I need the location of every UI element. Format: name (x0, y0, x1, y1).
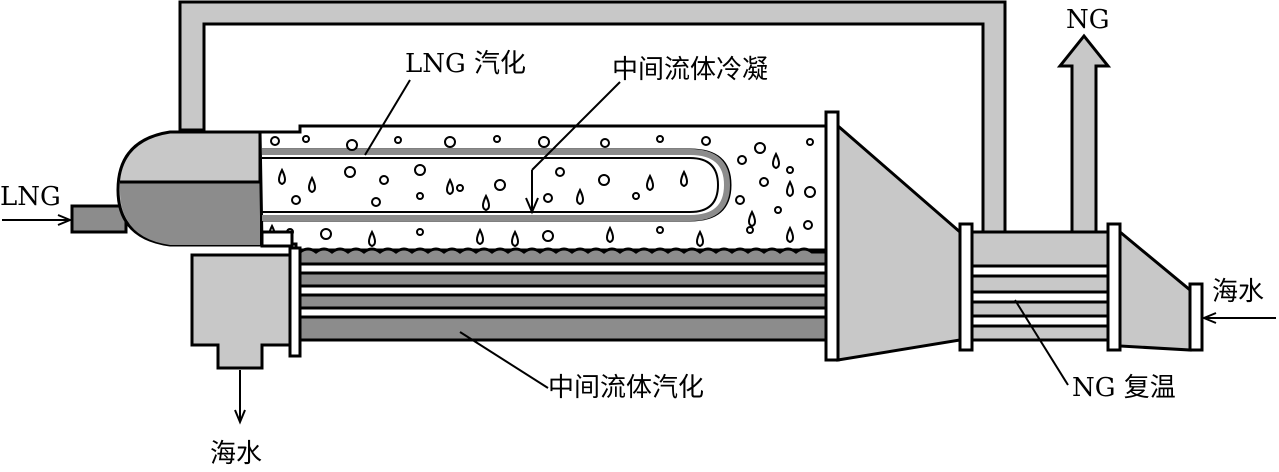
lng-inlet-pipe (70, 204, 128, 234)
intermediate-fluid-pool (298, 247, 828, 342)
lng-u-tube (262, 148, 732, 222)
lng-header-dome (116, 130, 262, 247)
left-flange (260, 230, 294, 248)
intermediate-condensation-label: 中间流体冷凝 (612, 55, 768, 85)
bubbles (270, 135, 816, 242)
seawater-outlet-arrow (234, 370, 246, 425)
lng-inlet-label: LNG (0, 182, 61, 212)
ng-outlet-pipe (1056, 33, 1112, 234)
ng-outlet-label: NG (1066, 5, 1110, 35)
intermediate-vaporization-label: 中间流体汽化 (548, 373, 704, 403)
seawater-outlet-label: 海水 (210, 439, 262, 469)
lng-inlet-arrow (2, 214, 73, 226)
ng-reheater (958, 222, 1204, 352)
seawater-inlet-arrow (1201, 312, 1276, 324)
seawater-outlet-chamber (190, 246, 302, 370)
leader-lines (364, 79, 1069, 389)
droplets (268, 151, 794, 248)
lng-vaporization-label: LNG 汽化 (405, 49, 526, 79)
ng-reheating-label: NG 复温 (1072, 373, 1176, 403)
middle-tube-sheet (824, 110, 840, 362)
transition-chamber (836, 122, 962, 362)
seawater-inlet-label: 海水 (1212, 277, 1264, 307)
